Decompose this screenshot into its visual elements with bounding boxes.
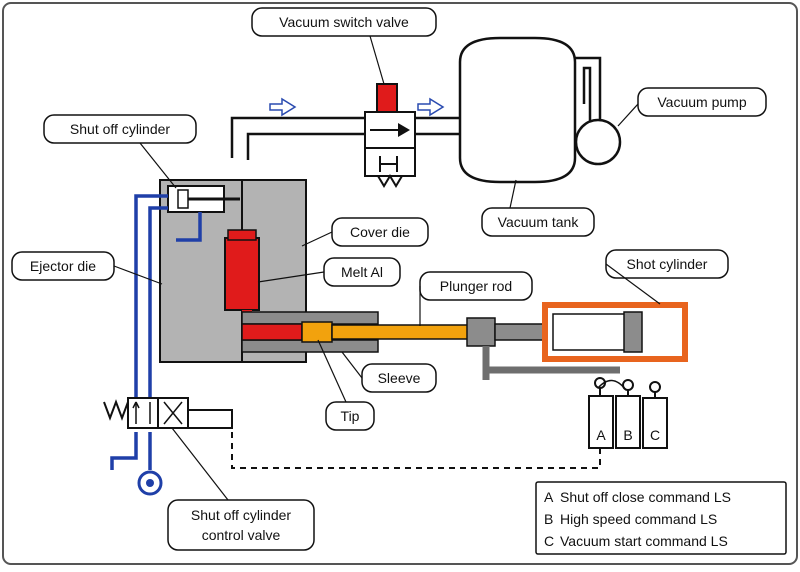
control-valve <box>103 397 233 429</box>
callout-tip <box>325 401 375 431</box>
shot-cylinder-piston <box>623 311 643 353</box>
label-shut-off-cylinder: Shut off cylinder <box>70 121 170 137</box>
plunger-coupling <box>466 317 496 347</box>
limit-switch-b <box>615 395 641 449</box>
vacuum-pump <box>574 118 622 166</box>
callout-control-valve <box>167 499 315 551</box>
label-vacuum-tank: Vacuum tank <box>498 214 580 230</box>
limit-switch-c-label: C <box>650 427 660 443</box>
plunger-rod <box>331 324 473 340</box>
callout-vacuum-pump <box>637 87 767 117</box>
legend-key-b: B <box>544 511 553 527</box>
limit-switch-a-label: A <box>596 427 606 443</box>
melt-al-top <box>227 229 257 241</box>
label-ejector-die: Ejector die <box>30 258 96 274</box>
valve-arrow-icon <box>398 123 410 137</box>
label-vacuum-pump: Vacuum pump <box>657 94 746 110</box>
label-tip: Tip <box>341 408 360 424</box>
legend-key-a: A <box>544 489 554 505</box>
limit-switch-b-label: B <box>623 427 632 443</box>
leader-lines <box>113 35 661 501</box>
vacuum-switch-valve <box>364 83 416 188</box>
outer-frame <box>2 2 798 565</box>
vacuum-tank <box>458 36 577 184</box>
control-valve-solenoid <box>187 409 233 429</box>
valve-body-lower <box>364 147 416 177</box>
label-melt-al: Melt Al <box>341 264 383 280</box>
flow-arrow-right-icon <box>417 97 445 117</box>
legend-box <box>535 481 787 555</box>
label-control-valve-line2: control valve <box>202 527 281 543</box>
legend-text-b: High speed command LS <box>560 511 717 527</box>
valve-solenoid <box>376 83 398 113</box>
legend-text-a: Shut off close command LS <box>560 489 731 505</box>
legend-key-c: C <box>544 533 554 549</box>
label-plunger-rod: Plunger rod <box>440 278 512 294</box>
label-cover-die: Cover die <box>350 224 410 240</box>
flow-arrow-left-icon <box>269 97 297 117</box>
valve-spring-icon <box>377 174 403 188</box>
hydraulic-lines <box>110 194 202 470</box>
callouts <box>11 7 787 555</box>
plunger-tip <box>301 321 333 343</box>
signal-line <box>231 421 601 469</box>
limit-switch-c <box>642 397 668 449</box>
control-valve-spring-icon <box>103 399 129 421</box>
melt-in-sleeve <box>241 323 303 341</box>
callout-vacuum-tank <box>481 207 595 237</box>
label-vacuum-switch-valve: Vacuum switch valve <box>279 14 409 30</box>
shut-off-piston <box>177 189 189 209</box>
label-control-valve-line1: Shut off cylinder <box>191 507 291 523</box>
callout-shut-off-cylinder <box>43 114 197 144</box>
callout-vacuum-switch-valve <box>251 7 437 37</box>
limit-switches: A B C <box>588 377 668 449</box>
label-shot-cylinder: Shot cylinder <box>627 256 708 272</box>
legend-text-c: Vacuum start command LS <box>560 533 728 549</box>
label-sleeve: Sleeve <box>378 370 421 386</box>
melt-al-chamber <box>224 237 260 311</box>
